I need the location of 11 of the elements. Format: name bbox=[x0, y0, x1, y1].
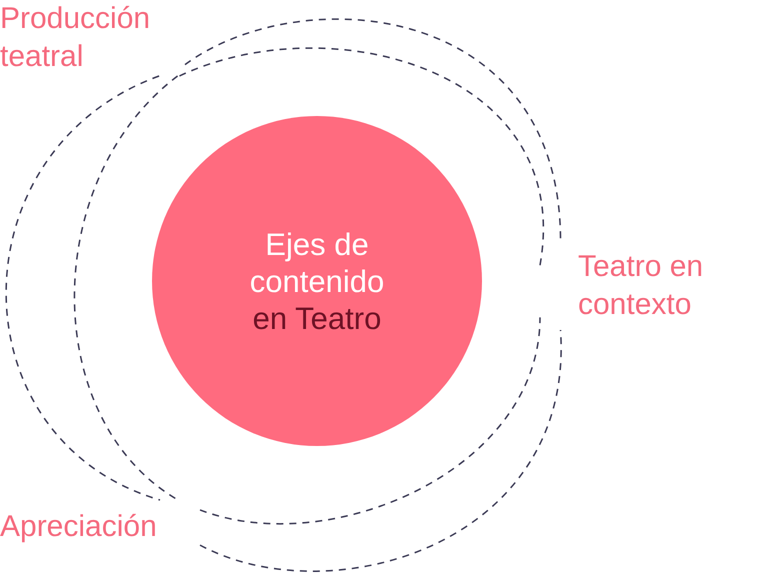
dashed-arc bbox=[184, 18, 562, 240]
dashed-arc bbox=[200, 330, 562, 572]
center-label: Ejes de contenido bbox=[248, 226, 386, 300]
center-label: en Teatro bbox=[252, 300, 382, 336]
topic-label: Apreciación bbox=[0, 509, 158, 545]
dashed-arc bbox=[74, 75, 178, 501]
dashed-arc bbox=[5, 75, 160, 501]
dashed-arc bbox=[200, 317, 541, 524]
dashed-arc bbox=[179, 48, 544, 266]
topic-label: Producción teatral bbox=[0, 1, 152, 75]
topic-label: Teatro en contexto bbox=[578, 249, 704, 323]
